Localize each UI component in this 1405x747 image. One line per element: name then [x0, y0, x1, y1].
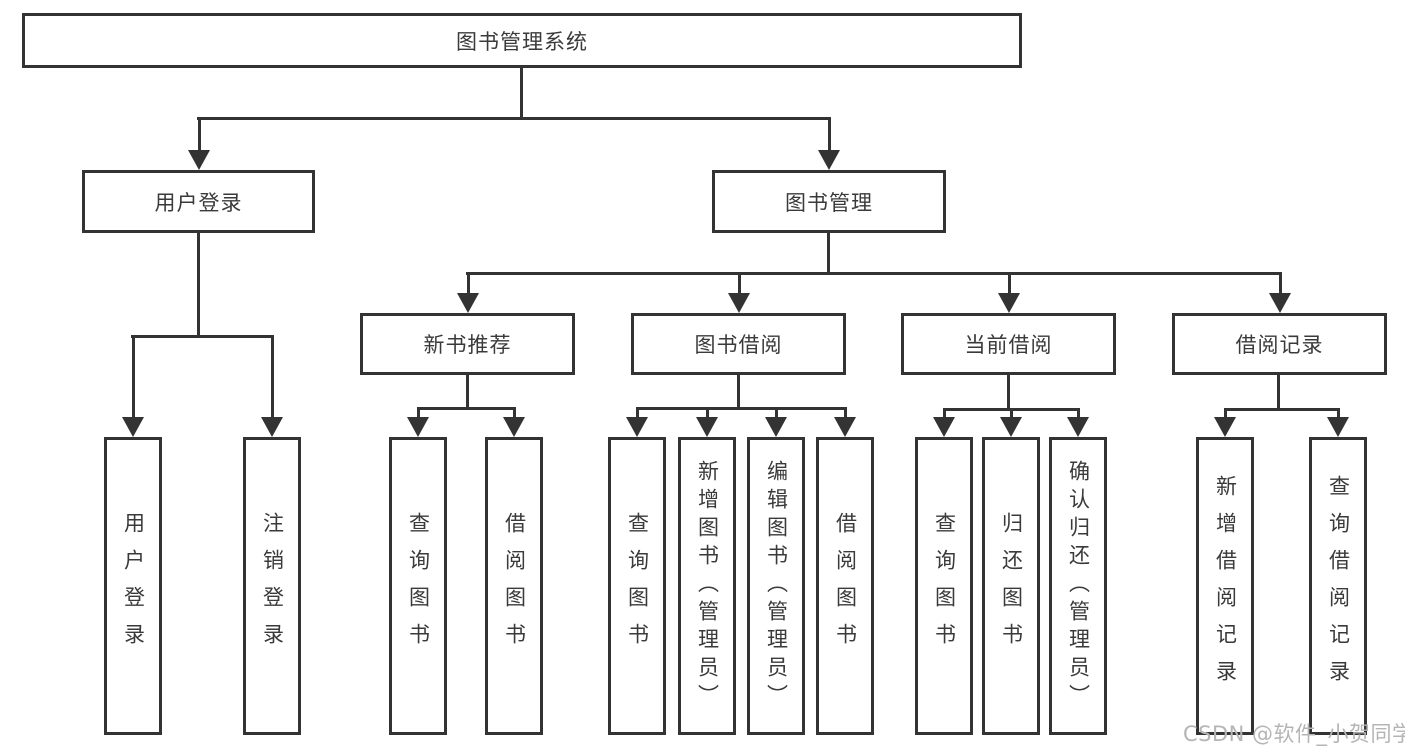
node-label: 图书管理: [785, 190, 873, 215]
node-borrow-records: 借阅记录: [1172, 313, 1387, 375]
leaf-query-books-current: 查询图书: [915, 437, 973, 735]
node-book-management: 图书管理: [712, 170, 946, 233]
leaf-query-borrow-record: 查询借阅记录: [1309, 437, 1367, 735]
arrow-down-icon: [1327, 408, 1349, 437]
arrow-down-icon: [1067, 408, 1089, 437]
connector-line: [520, 68, 523, 117]
connector-line: [197, 117, 831, 120]
leaf-user-login: 用户登录: [104, 437, 162, 735]
leaf-label: 查询图书: [625, 512, 650, 660]
arrow-down-icon: [407, 407, 429, 437]
node-root-label: 图书管理系统: [456, 29, 588, 54]
leaf-label: 新增借阅记录: [1213, 475, 1238, 697]
node-label: 用户登录: [154, 190, 243, 215]
connector-line: [417, 407, 515, 410]
leaf-label: 确认归还（管理员）: [1066, 460, 1091, 712]
leaf-label: 用户登录: [121, 512, 146, 660]
arrow-down-icon: [1269, 272, 1291, 313]
leaf-borrow-books-recommend: 借阅图书: [485, 437, 543, 735]
connector-line: [737, 375, 740, 409]
arrow-down-icon: [1214, 408, 1236, 437]
leaf-label: 借阅图书: [502, 512, 527, 660]
leaf-label: 编辑图书（管理员）: [764, 460, 789, 712]
arrow-down-icon: [503, 407, 525, 437]
arrow-down-icon: [728, 272, 750, 313]
arrow-down-icon: [1000, 408, 1022, 437]
node-label: 图书借阅: [694, 333, 783, 357]
connector-line: [827, 233, 830, 274]
connector-line: [1277, 375, 1280, 411]
leaf-label: 新增图书（管理员）: [695, 460, 720, 712]
watermark: CSDN @软件_小贺同学: [1183, 722, 1405, 746]
node-label: 新书推荐: [423, 333, 512, 357]
leaf-label: 查询图书: [932, 512, 957, 660]
leaf-label: 借阅图书: [833, 512, 858, 660]
node-root: 图书管理系统: [22, 13, 1022, 68]
arrow-down-icon: [818, 117, 840, 170]
connector-line: [466, 272, 1280, 275]
node-user-login: 用户登录: [82, 170, 315, 233]
arrow-down-icon: [626, 407, 648, 437]
leaf-label: 查询借阅记录: [1326, 475, 1351, 697]
arrow-down-icon: [457, 272, 479, 313]
node-label: 借阅记录: [1235, 333, 1324, 357]
arrow-down-icon: [834, 407, 856, 437]
node-book-borrow: 图书借阅: [631, 313, 846, 375]
leaf-add-book-admin: 新增图书（管理员）: [678, 437, 736, 735]
connector-line: [1224, 408, 1339, 411]
node-current-borrow: 当前借阅: [901, 313, 1116, 375]
arrow-down-icon: [933, 408, 955, 437]
arrow-down-icon: [188, 117, 210, 170]
leaf-label: 归还图书: [999, 512, 1024, 660]
leaf-query-books-recommend: 查询图书: [389, 437, 447, 735]
leaf-query-books-borrow: 查询图书: [608, 437, 666, 735]
arrow-down-icon: [998, 272, 1020, 313]
leaf-label: 注销登录: [260, 512, 285, 660]
leaf-return-book: 归还图书: [982, 437, 1040, 735]
connector-line: [131, 335, 273, 338]
connector-line: [1007, 375, 1010, 411]
connector-line: [636, 407, 846, 410]
connector-line: [466, 375, 469, 409]
arrow-down-icon: [261, 335, 283, 437]
arrow-down-icon: [765, 407, 787, 437]
connector-line: [197, 233, 200, 338]
node-label: 当前借阅: [964, 333, 1053, 357]
leaf-logout: 注销登录: [243, 437, 301, 735]
leaf-add-borrow-record: 新增借阅记录: [1196, 437, 1254, 735]
leaf-edit-book-admin: 编辑图书（管理员）: [747, 437, 805, 735]
leaf-borrow-books: 借阅图书: [816, 437, 874, 735]
node-new-book-recommend: 新书推荐: [360, 313, 575, 375]
leaf-confirm-return-admin: 确认归还（管理员）: [1049, 437, 1107, 735]
arrow-down-icon: [696, 407, 718, 437]
arrow-down-icon: [122, 335, 144, 437]
leaf-label: 查询图书: [406, 512, 431, 660]
